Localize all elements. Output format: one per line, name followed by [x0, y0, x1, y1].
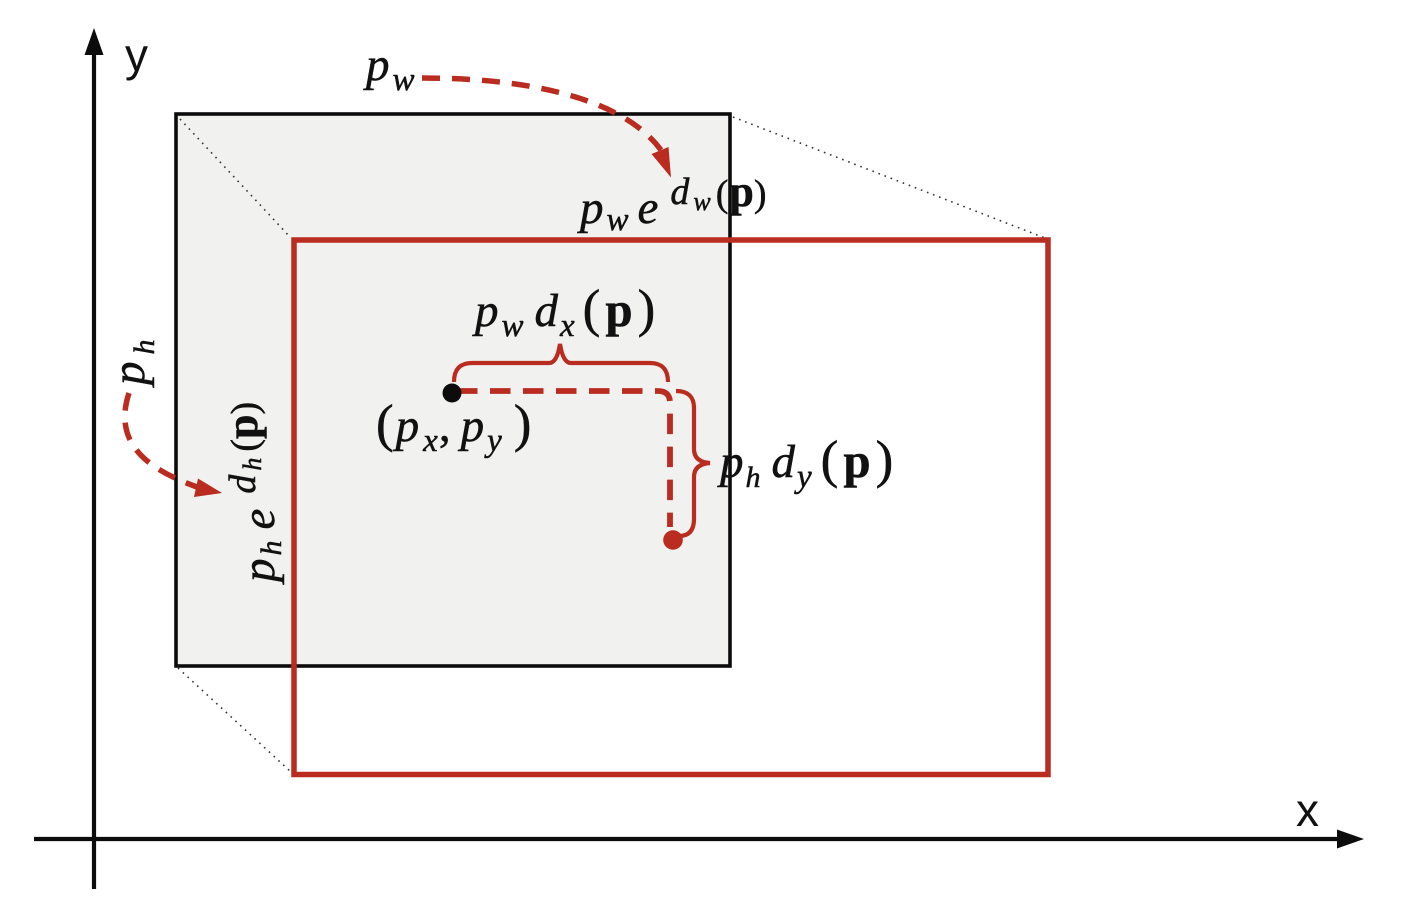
svg-text:y: y [125, 29, 148, 81]
svg-text:(px,py): (px,py) [376, 395, 531, 459]
svg-text:x: x [1296, 784, 1319, 836]
svg-text:ph: ph [103, 340, 161, 389]
svg-text:pw: pw [363, 39, 415, 98]
